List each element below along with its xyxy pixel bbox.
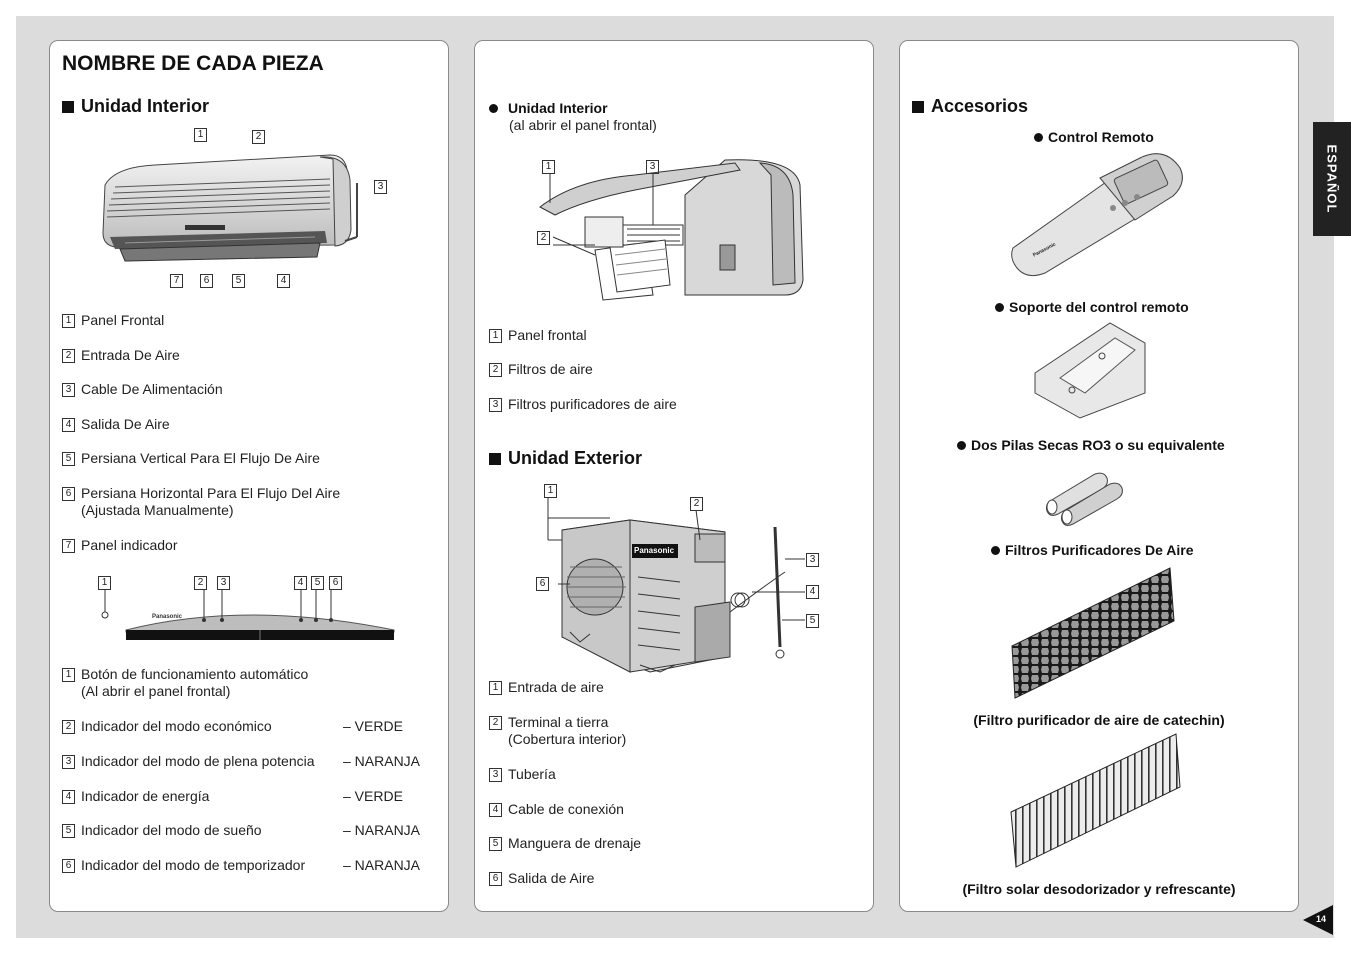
outdoor-unit-illustration: [547, 497, 805, 673]
indoor-open-heading: Unidad Interior: [489, 100, 608, 116]
callout-5: 5: [232, 274, 245, 288]
callout-5: 5: [806, 614, 819, 628]
callout-5: 5: [311, 576, 324, 590]
indicator-color: – NARANJA: [343, 753, 421, 769]
accessory-remote-label: Control Remoto: [1034, 129, 1154, 145]
accessory-batteries-label: Dos Pilas Secas RO3 o su equivalente: [957, 437, 1225, 453]
callout-4: 4: [294, 576, 307, 590]
callout-1: 1: [544, 484, 557, 498]
bullet-icon: [489, 103, 498, 113]
indicator-color: – VERDE: [343, 788, 403, 804]
accessory-filters-label: Filtros Purificadores De Aire: [991, 542, 1194, 558]
bullet-icon: [1034, 132, 1043, 142]
square-bullet-icon: [912, 100, 924, 113]
indoor-heading: Unidad Interior: [62, 96, 209, 117]
brand-logo: Panasonic: [152, 614, 183, 620]
bullet-icon: [991, 545, 1000, 555]
callout-1: 1: [98, 576, 111, 590]
deodorizing-filter-caption: (Filtro solar desodorizador y refrescant…: [962, 881, 1236, 897]
page-number: 14: [1316, 914, 1327, 924]
callout-3: 3: [806, 553, 819, 567]
catechin-filter-caption: (Filtro purificador de aire de catechin): [973, 712, 1225, 728]
accessories-heading: Accesorios: [912, 96, 1028, 117]
indoor-unit-illustration: [102, 154, 358, 262]
page-title: NOMBRE DE CADA PIEZA: [62, 52, 324, 75]
callout-4: 4: [277, 274, 290, 288]
callout-2: 2: [690, 497, 703, 511]
callout-6: 6: [329, 576, 342, 590]
callout-2: 2: [252, 130, 265, 144]
callout-2: 2: [194, 576, 207, 590]
square-bullet-icon: [489, 452, 501, 465]
remote-control-illustration: [1011, 153, 1183, 277]
callout-3: 3: [217, 576, 230, 590]
open-unit-illustration: [539, 159, 804, 301]
accessory-holder-label: Soporte del control remoto: [995, 299, 1189, 315]
callout-7: 7: [170, 274, 183, 288]
panel-open-and-outdoor: [474, 40, 874, 912]
indicator-color: – NARANJA: [343, 822, 421, 838]
callout-1: 1: [542, 160, 555, 174]
indicator-color: – NARANJA: [343, 857, 421, 873]
bullet-icon: [957, 440, 966, 450]
indicator-panel-illustration: [101, 590, 395, 640]
remote-holder-illustration: [1034, 322, 1146, 419]
bullet-icon: [995, 302, 1004, 312]
callout-1: 1: [194, 128, 207, 142]
callout-6: 6: [200, 274, 213, 288]
brand-logo: Panasonic: [634, 546, 675, 555]
callout-3: 3: [646, 160, 659, 174]
deodorizing-filter-illustration: [1010, 733, 1181, 868]
indicator-color: – VERDE: [343, 718, 403, 734]
indoor-open-subheading: (al abrir el panel frontal): [509, 117, 657, 133]
callout-3: 3: [374, 180, 387, 194]
catechin-filter-illustration: [1011, 567, 1175, 699]
language-tab: ESPAÑOL: [1313, 122, 1351, 236]
page-number-marker: [1303, 905, 1333, 935]
outdoor-heading: Unidad Exterior: [489, 448, 642, 469]
callout-4: 4: [806, 585, 819, 599]
callout-2: 2: [537, 231, 550, 245]
callout-6: 6: [536, 577, 549, 591]
square-bullet-icon: [62, 100, 74, 113]
batteries-icon: [1045, 472, 1123, 526]
